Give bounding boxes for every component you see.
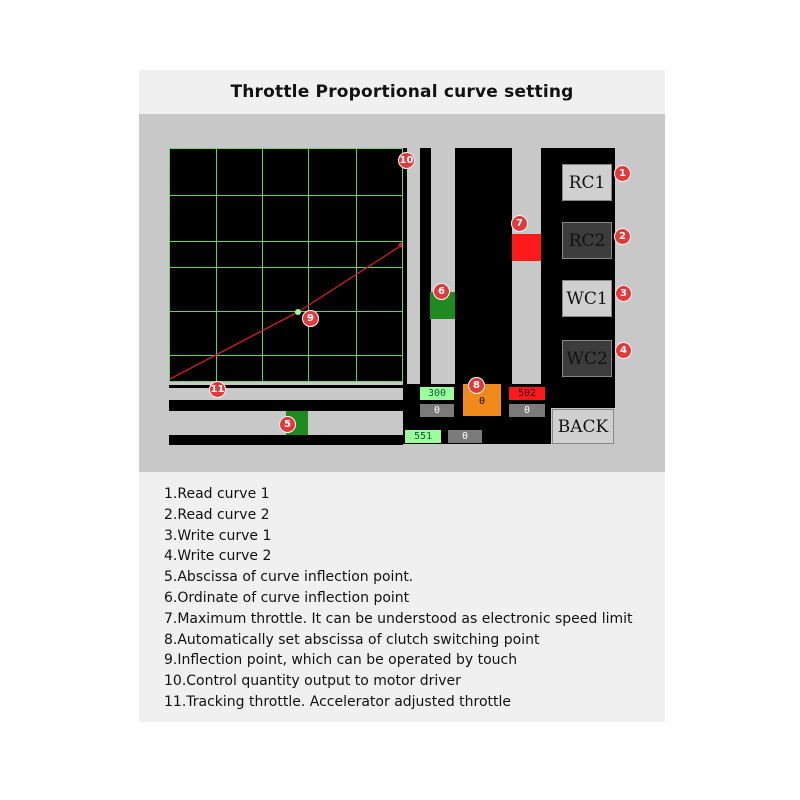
tracking-throttle-sub-value: 0 [448, 430, 482, 443]
legend-item: 9.Inflection point, which can be operate… [164, 652, 518, 669]
legend-item: 8.Automatically set abscissa of clutch s… [164, 631, 540, 648]
curve-segment-1 [170, 311, 299, 380]
callout-badge: 6 [433, 283, 450, 300]
legend-item: 10.Control quantity output to motor driv… [164, 673, 461, 690]
tracking-throttle-track [169, 400, 403, 411]
callout-badge: 4 [615, 342, 632, 359]
control-output-sub-value: 0 [420, 404, 454, 417]
grid-bottom-edge [169, 385, 403, 388]
callout-badge: 5 [279, 416, 296, 433]
controller-screen: 300 0 0 502 0 551 0 RC1 RC2 WC1 WC2 BACK… [139, 114, 665, 472]
callout-badge: 11 [209, 381, 226, 398]
callout-badge: 2 [614, 228, 631, 245]
grid-line [170, 195, 402, 196]
throttle-curve [170, 242, 402, 380]
legend-item: 1.Read curve 1 [164, 486, 270, 502]
write-curve-1-button[interactable]: WC1 [562, 280, 612, 317]
grid-line [262, 149, 263, 381]
legend-item: 4.Write curve 2 [164, 548, 272, 565]
callout-badge: 3 [615, 285, 632, 302]
callout-badge: 8 [468, 377, 485, 394]
curve-segment-2 [297, 244, 402, 313]
inflection-point-handle [295, 309, 301, 315]
grid-line [216, 149, 217, 381]
grid-line [170, 311, 402, 312]
page-title: Throttle Proportional curve setting [230, 82, 574, 102]
control-output-bar [403, 148, 407, 388]
curve-end-point [398, 242, 402, 248]
callout-badge: 7 [511, 215, 528, 232]
grid-line [170, 241, 402, 242]
max-throttle-track [512, 148, 541, 384]
max-throttle-slider[interactable] [512, 234, 541, 261]
read-curve-1-button[interactable]: RC1 [562, 164, 612, 201]
write-curve-2-button[interactable]: WC2 [562, 340, 612, 377]
grid-line [170, 355, 402, 356]
grid-line [308, 149, 309, 381]
back-button[interactable]: BACK [552, 409, 614, 444]
curve-grid[interactable] [169, 148, 403, 382]
legend-item: 3.Write curve 1 [164, 527, 272, 544]
clutch-abscissa-value: 0 [478, 396, 486, 407]
control-output-value: 300 [420, 387, 454, 400]
legend-item: 6.Ordinate of curve inflection point [164, 589, 410, 606]
grid-line [170, 267, 402, 268]
read-curve-2-button[interactable]: RC2 [562, 222, 612, 259]
legend-item: 5.Abscissa of curve inflection point. [164, 569, 414, 586]
max-throttle-sub-value: 0 [509, 404, 545, 417]
grid-line [356, 149, 357, 381]
tracking-throttle-value: 551 [405, 430, 441, 443]
legend-item: 7.Maximum throttle. It can be understood… [164, 610, 633, 627]
legend-list: 1.Read curve 1 2.Read curve 2 3.Write cu… [164, 484, 664, 713]
callout-badge: 9 [302, 310, 319, 327]
max-throttle-value: 502 [509, 387, 545, 400]
ordinate-track-left [420, 148, 431, 384]
legend-item: 11.Tracking throttle. Accelerator adjust… [164, 693, 512, 710]
callout-badge: 1 [614, 165, 631, 182]
callout-badge: 10 [398, 152, 415, 169]
inflection-abscissa-track [169, 435, 403, 445]
legend-item: 2.Read curve 2 [164, 506, 270, 523]
clutch-column [455, 148, 512, 384]
